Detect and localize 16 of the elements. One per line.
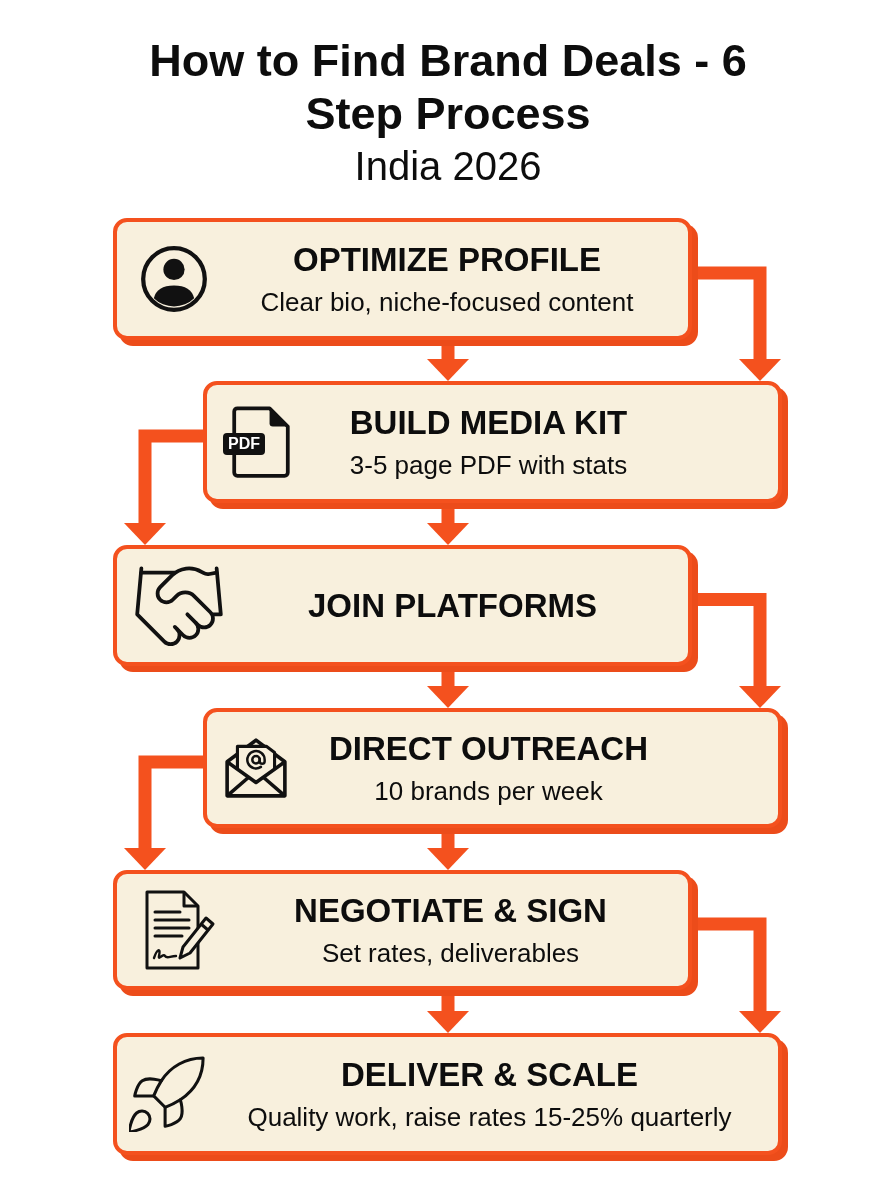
step-description: Quality work, raise rates 15-25% quarterly [247, 1101, 732, 1133]
diagram-title: How to Find Brand Deals - 6 Step Process [148, 34, 748, 140]
flow-arrow [124, 429, 203, 545]
step-title: BUILD MEDIA KIT [349, 403, 628, 443]
step-title: DELIVER & SCALE [340, 1055, 638, 1095]
subtitle: India 2026 [354, 143, 542, 190]
step-title: OPTIMIZE PROFILE [293, 240, 601, 280]
file-type-label: PDF [223, 433, 265, 455]
step-title: JOIN PLATFORMS [307, 585, 598, 626]
step-description: Set rates, deliverables [321, 937, 580, 969]
step-description: 10 brands per week [374, 775, 603, 807]
step-description: 3-5 page PDF with stats [349, 449, 628, 481]
step-title: DIRECT OUTREACH [329, 729, 648, 769]
flow-arrow [124, 755, 203, 870]
step-title: NEGOTIATE & SIGN [294, 891, 607, 931]
step-description: Clear bio, niche-focused content [260, 286, 634, 318]
